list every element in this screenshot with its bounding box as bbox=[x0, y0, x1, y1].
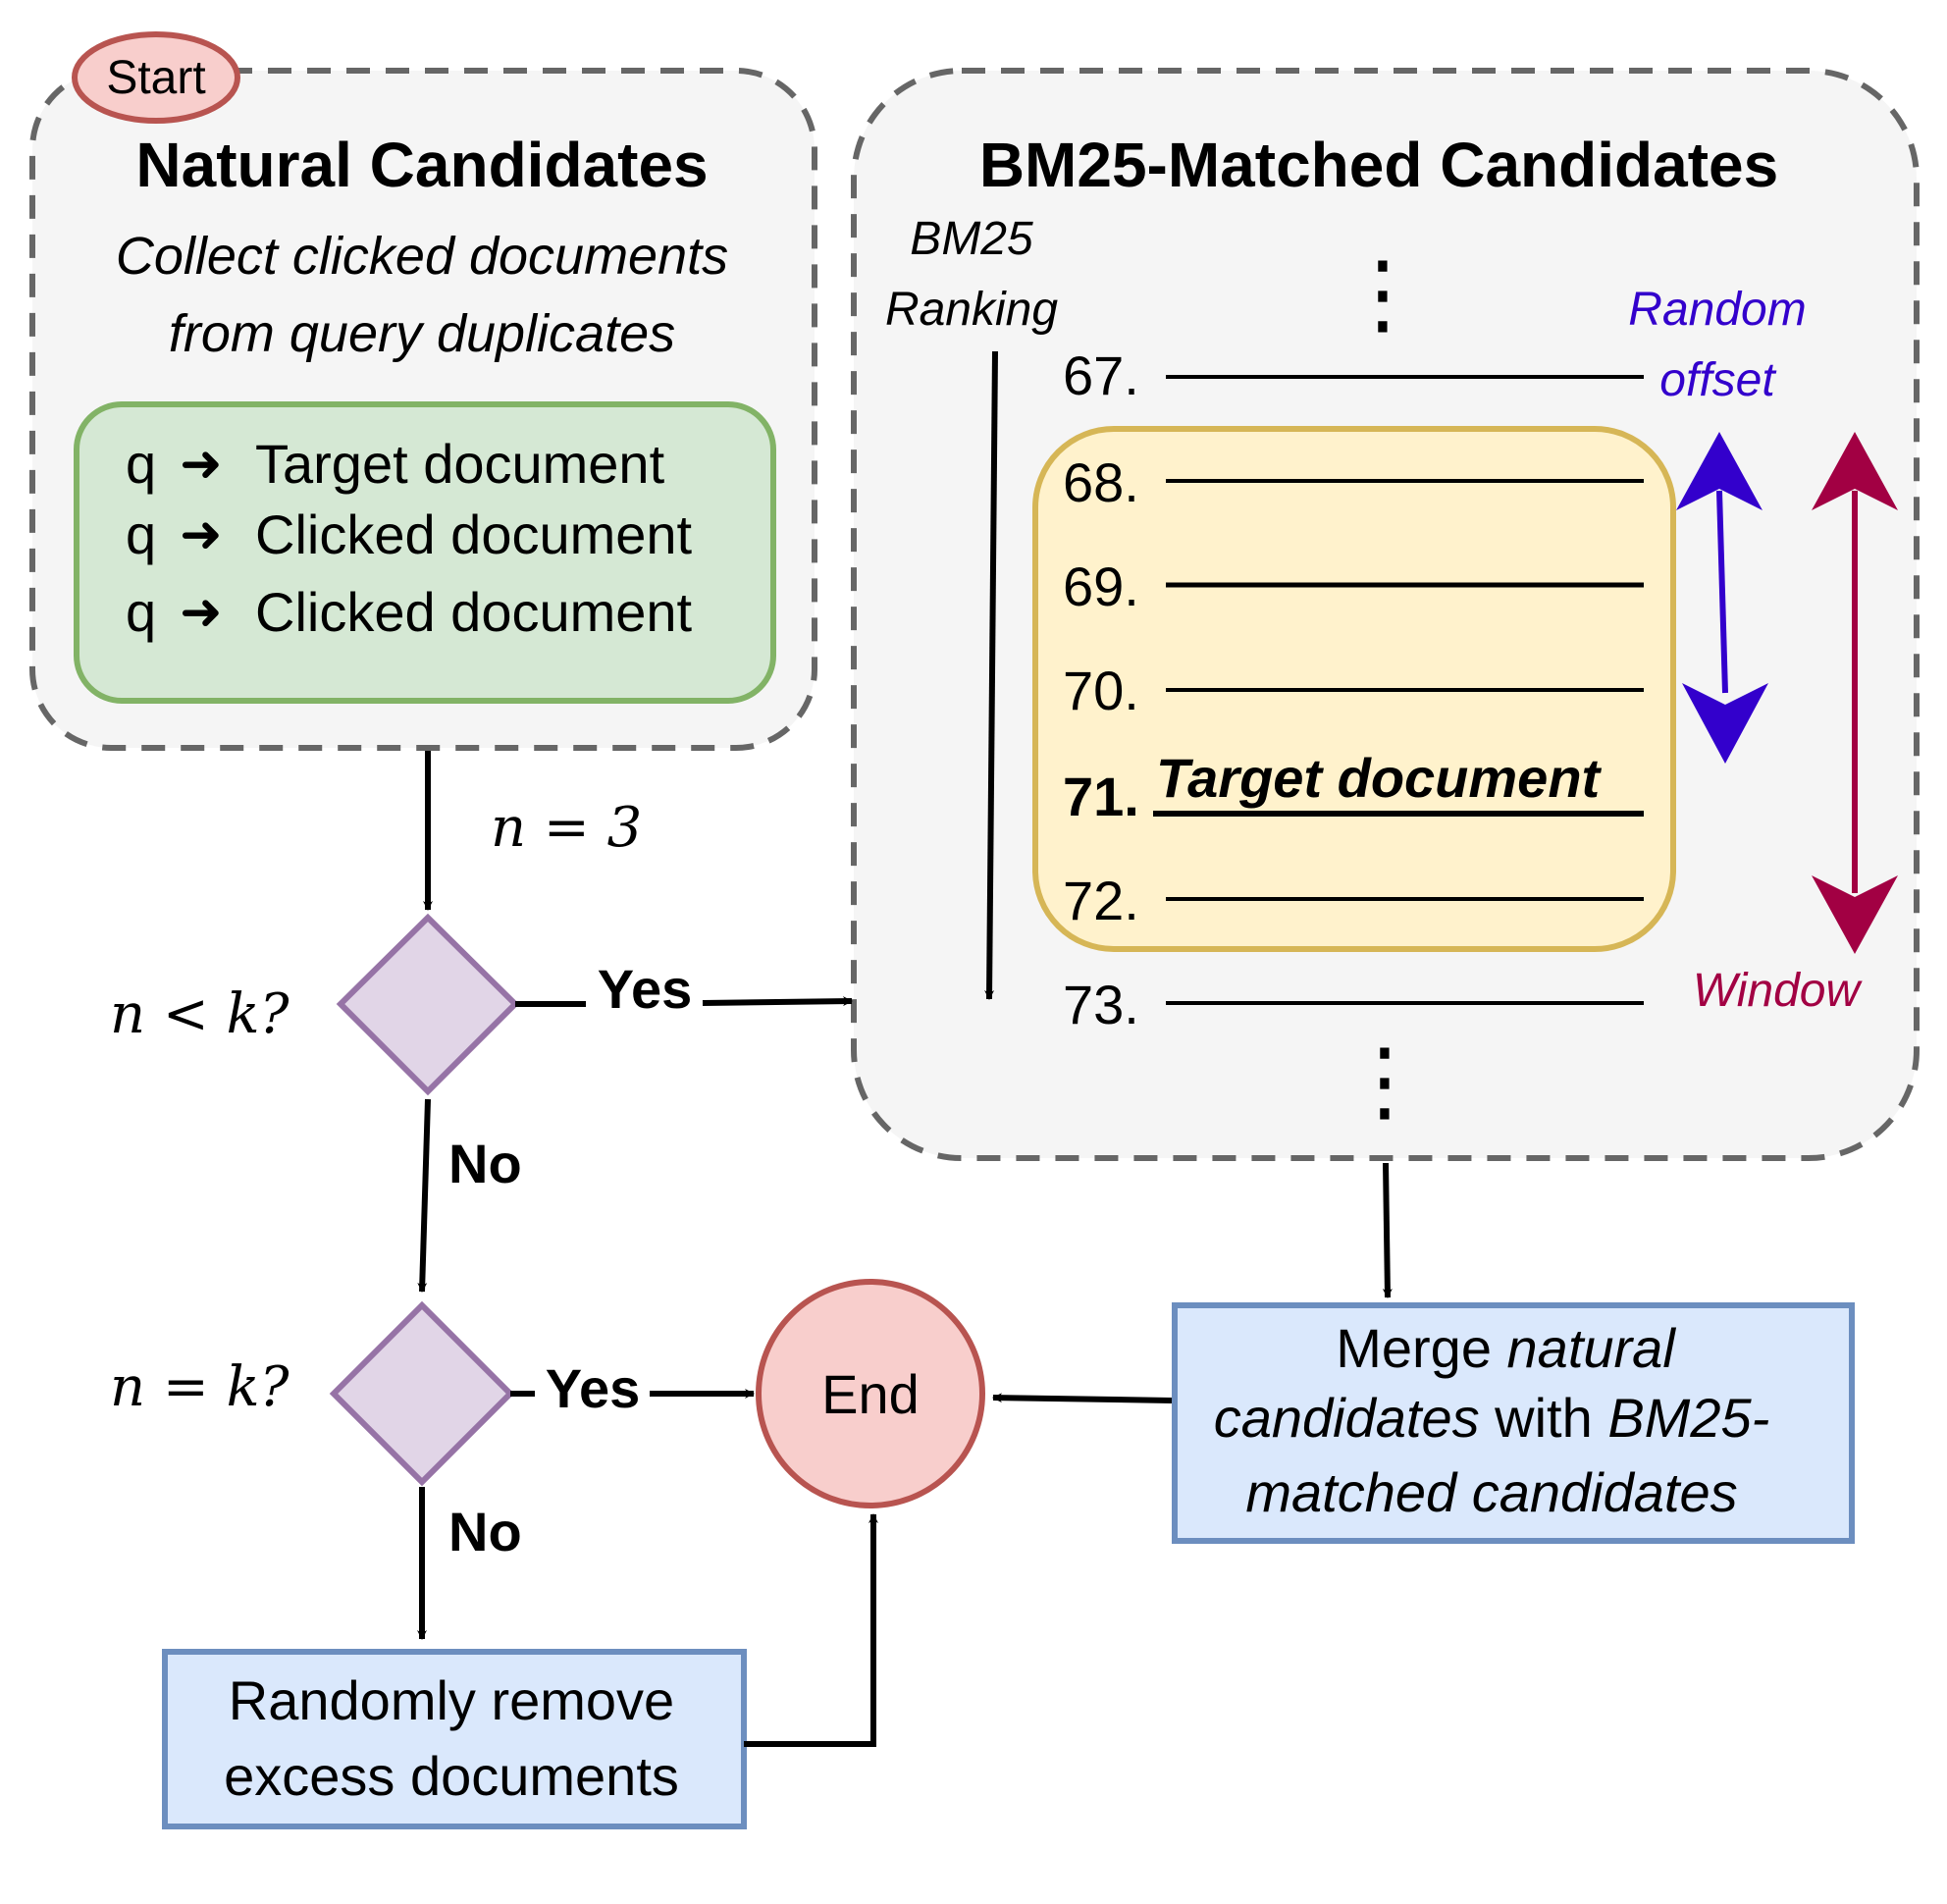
bm25-candidates-title: BM25-Matched Candidates bbox=[979, 130, 1778, 200]
pair-row: q ➜ Clicked document bbox=[126, 581, 693, 643]
end-label: End bbox=[821, 1363, 920, 1425]
bm25-to-merge-arrow bbox=[1382, 1162, 1393, 1298]
no1-arrow bbox=[417, 1098, 431, 1293]
yes2-label: Yes bbox=[546, 1357, 641, 1419]
rank-row: 67. bbox=[1063, 344, 1644, 406]
pair-document-label: Clicked document bbox=[255, 581, 693, 643]
rank-row: 72. bbox=[1063, 870, 1644, 931]
n-count-label: n = 3 bbox=[491, 796, 642, 860]
natural-candidates-title: Natural Candidates bbox=[135, 130, 708, 200]
merge-line1-plain: Merge bbox=[1336, 1317, 1506, 1379]
merge-line2: candidates with BM25- bbox=[1214, 1387, 1770, 1449]
merge-line2-italic-b: BM25- bbox=[1607, 1387, 1769, 1449]
random-offset-double-arrow bbox=[1676, 432, 1768, 764]
query-symbol: q bbox=[126, 503, 156, 565]
remove-line2: excess documents bbox=[224, 1745, 679, 1807]
rank-number: 70. bbox=[1063, 660, 1139, 721]
rank-number: 68. bbox=[1063, 451, 1139, 513]
ranking-down-arrow bbox=[984, 350, 998, 1000]
rank-number: 69. bbox=[1063, 555, 1139, 617]
rank-number: 71. bbox=[1063, 766, 1139, 827]
end-node: End bbox=[756, 1279, 985, 1508]
decision1-label: n < k? bbox=[110, 982, 290, 1046]
right-arrow-icon: ➜ bbox=[180, 506, 223, 563]
bm25-ranking-label-line2: Ranking bbox=[885, 284, 1058, 336]
natural-candidates-subtitle-line2: from query duplicates bbox=[169, 304, 675, 363]
query-symbol: q bbox=[126, 433, 156, 495]
merge-line1-italic: natural bbox=[1507, 1317, 1677, 1379]
start-label: Start bbox=[106, 52, 205, 104]
right-arrow-icon: ➜ bbox=[180, 436, 223, 493]
ellipsis-top: ⋮ bbox=[1339, 245, 1427, 344]
remove-line1: Randomly remove bbox=[229, 1669, 674, 1731]
start-node: Start bbox=[72, 31, 240, 124]
rank-number: 72. bbox=[1063, 870, 1139, 931]
right-arrow-icon: ➜ bbox=[180, 584, 223, 641]
target-document-label: Target document bbox=[1156, 747, 1603, 809]
rank-row: 68. bbox=[1063, 451, 1644, 513]
merge-to-end-arrow bbox=[992, 1393, 1173, 1403]
pair-row: q ➜ Target document bbox=[126, 433, 665, 495]
pair-document-label: Target document bbox=[255, 433, 665, 495]
rank-row-target: 71. Target document bbox=[1063, 747, 1644, 827]
randomly-remove-box: Randomly remove excess documents bbox=[162, 1649, 747, 1829]
rank-row: 73. bbox=[1063, 974, 1644, 1035]
pair-document-label: Clicked document bbox=[255, 503, 693, 565]
window-label: Window bbox=[1693, 965, 1864, 1017]
query-document-pairs-box bbox=[74, 401, 776, 704]
decision-n-equals-k bbox=[329, 1300, 515, 1487]
ellipsis-bottom: ⋮ bbox=[1341, 1032, 1429, 1131]
merge-line2-plain: with bbox=[1480, 1387, 1608, 1449]
decision-n-less-k bbox=[336, 913, 520, 1096]
rank-number: 73. bbox=[1063, 974, 1139, 1035]
no2-label: No bbox=[448, 1501, 522, 1562]
natural-candidates-panel: Natural Candidates Collect clicked docum… bbox=[29, 68, 817, 751]
bm25-candidates-panel: BM25-Matched Candidates BM25 Ranking ⋮ 6… bbox=[851, 68, 1920, 1161]
merge-line1: Merge natural bbox=[1336, 1317, 1676, 1379]
merge-line3: matched candidates bbox=[1245, 1461, 1737, 1523]
random-offset-label-line2: offset bbox=[1659, 354, 1776, 406]
pair-row: q ➜ Clicked document bbox=[126, 503, 693, 565]
query-symbol: q bbox=[126, 581, 156, 643]
rank-row: 70. bbox=[1063, 660, 1644, 721]
yes1-arrow-segment2 bbox=[702, 996, 853, 1007]
no1-label: No bbox=[448, 1133, 522, 1194]
window-double-arrow bbox=[1812, 432, 1898, 954]
bm25-ranking-label-line1: BM25 bbox=[910, 213, 1033, 265]
natural-candidates-subtitle-line1: Collect clicked documents bbox=[116, 227, 728, 286]
rank-number: 67. bbox=[1063, 344, 1139, 406]
random-offset-label-line1: Random bbox=[1628, 284, 1806, 336]
merge-candidates-box: Merge natural candidates with BM25- matc… bbox=[1172, 1302, 1855, 1544]
remove-to-end-arrow bbox=[744, 1513, 878, 1747]
rank-row: 69. bbox=[1063, 555, 1644, 617]
decision2-label: n = k? bbox=[110, 1355, 290, 1419]
merge-line2-italic-a: candidates bbox=[1214, 1387, 1480, 1449]
yes1-label: Yes bbox=[598, 958, 693, 1020]
